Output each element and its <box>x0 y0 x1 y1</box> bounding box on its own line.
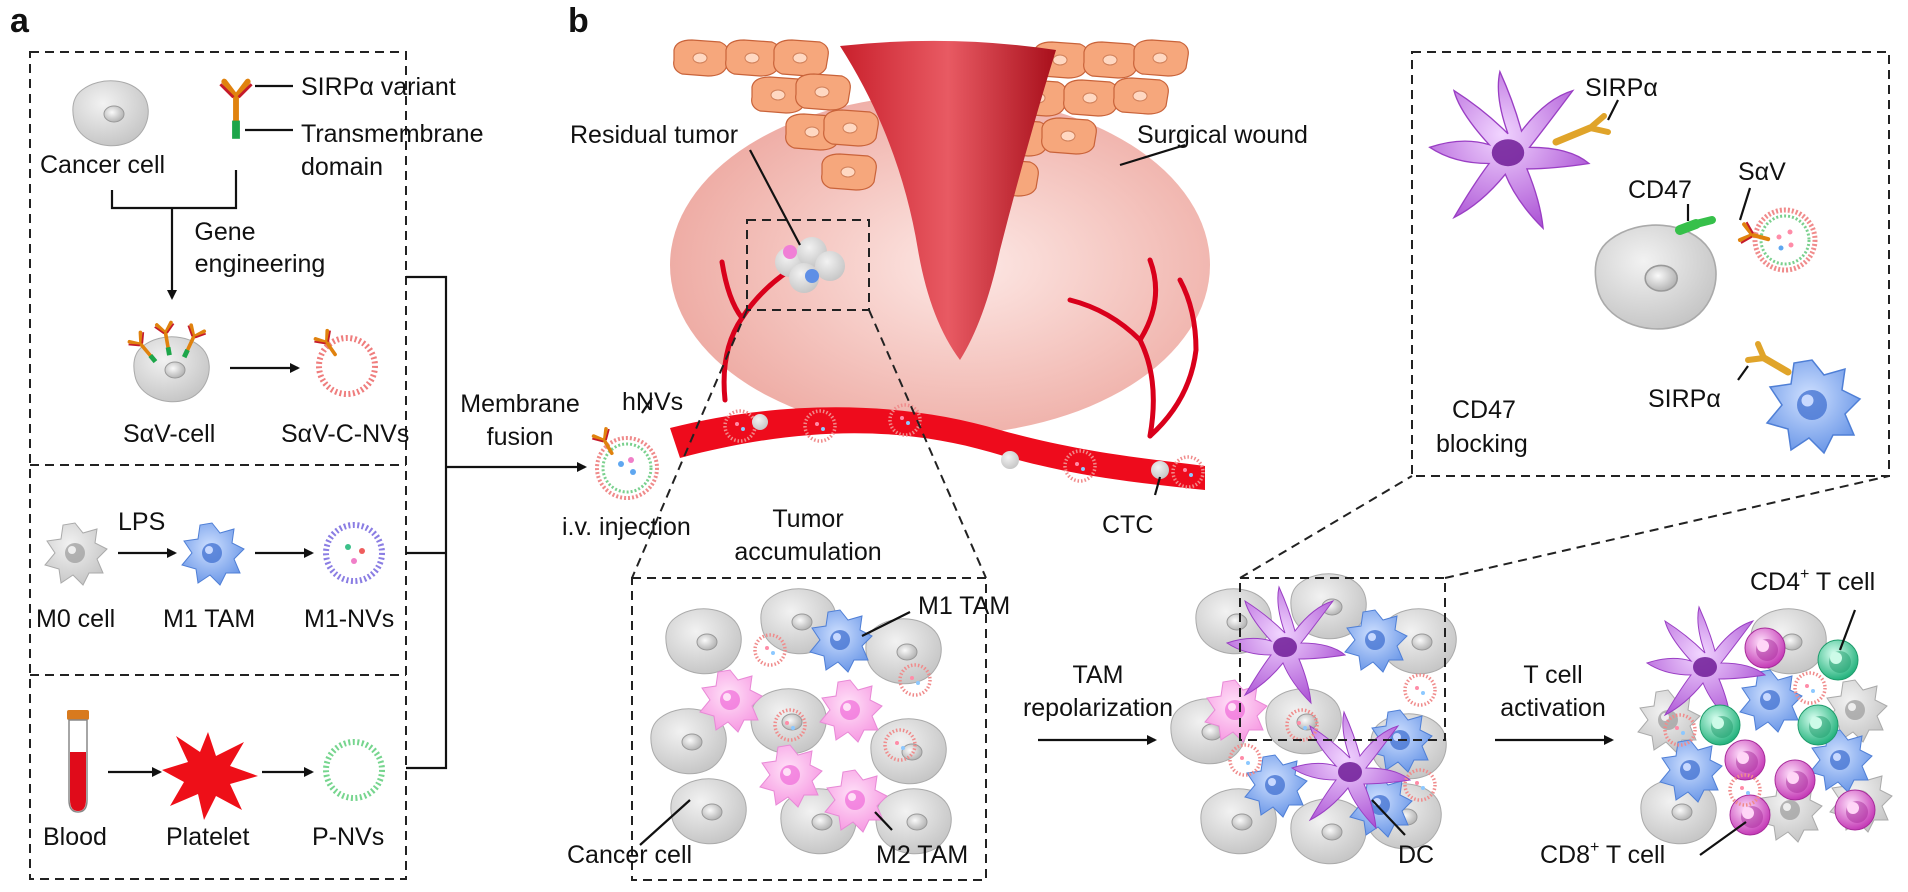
blood-label: Blood <box>43 823 107 851</box>
cd8-text: CD8 <box>1540 841 1590 869</box>
cancer-cell-zoom-label: Cancer cell <box>567 841 692 869</box>
sav-nv-icon <box>1739 207 1818 273</box>
repolarized-microenvironment <box>1170 573 1457 865</box>
lps-label: LPS <box>118 508 165 536</box>
m1-tam-zoom-label: M1 TAM <box>918 592 1010 620</box>
cd47-blocking-label-2: blocking <box>1436 430 1528 458</box>
ctc-label: CTC <box>1102 511 1153 539</box>
hnvs-icon <box>589 425 659 500</box>
t-cell-label: T cell <box>1523 661 1582 689</box>
gene-label: Gene <box>194 218 255 246</box>
m1-nvs-label: M1-NVs <box>304 605 394 633</box>
p-nvs-icon <box>323 739 385 801</box>
panel-a-label: a <box>10 2 30 40</box>
tumor-label: Tumor <box>772 505 843 533</box>
m1-tam-label: M1 TAM <box>163 605 255 633</box>
cancer-cell-icon <box>72 80 149 147</box>
tumor-microenvironment <box>650 588 952 855</box>
panel-b-label: b <box>568 2 589 40</box>
accumulation-label: accumulation <box>734 538 881 566</box>
m1-nvs-icon <box>323 522 385 584</box>
sav-c-nvs-label: SαV-C-NVs <box>281 420 409 448</box>
blood-tube-icon <box>67 710 89 813</box>
activation-label: activation <box>1500 694 1606 722</box>
sirpa-receptor-bottom <box>1745 341 1792 376</box>
platelet-icon <box>162 732 258 820</box>
sirpa-bottom-label: SIRPα <box>1648 385 1721 413</box>
m2-tam-label: M2 TAM <box>876 841 968 869</box>
capillaries <box>719 257 1199 439</box>
m0-cell-label: M0 cell <box>36 605 115 633</box>
cd47-zoom-box <box>1239 577 1446 741</box>
platelet-label: Platelet <box>166 823 249 851</box>
cd47-blocking-label-1: CD47 <box>1452 396 1516 424</box>
sirpa-variant-label: SIRPα variant <box>301 73 456 101</box>
cancer-cell-cd47-icon <box>1594 224 1717 330</box>
cd8-label: CD8+ T cell <box>1540 839 1665 869</box>
sav-cell-icon <box>125 320 210 403</box>
sav-c-nvs-icon <box>311 327 378 397</box>
cd8-rest: T cell <box>1599 841 1665 869</box>
hnvs-label: hNVs <box>622 388 683 416</box>
domain-label: domain <box>301 153 383 181</box>
sav-cell-label: SαV-cell <box>123 420 215 448</box>
iv-injection-label: i.v. injection <box>562 513 691 541</box>
repolarization-label: repolarization <box>1023 694 1173 722</box>
cd4-rest: T cell <box>1809 568 1875 596</box>
surgical-wound <box>840 40 1056 360</box>
fusion-label: fusion <box>487 423 554 451</box>
blood-vessel <box>670 407 1205 490</box>
cd4-sup: + <box>1800 566 1809 583</box>
engineering-label: engineering <box>195 250 326 278</box>
dc-top-icon <box>1429 71 1590 229</box>
cancer-cell-label: Cancer cell <box>40 151 165 179</box>
t-cell-cluster <box>1637 606 1893 845</box>
cd8-sup: + <box>1590 839 1599 856</box>
sav-label: SαV <box>1738 158 1786 186</box>
cd4-text: CD4 <box>1750 568 1800 596</box>
m1-tam-icon <box>181 522 245 586</box>
surgical-wound-label: Surgical wound <box>1137 121 1308 149</box>
vessel-contents <box>723 403 1205 489</box>
tumor-zoom-box <box>631 577 987 881</box>
m0-cell-icon <box>44 522 108 586</box>
residual-tumor-box <box>746 219 870 311</box>
dc-label: DC <box>1398 841 1434 869</box>
m1-macrophage-bottom <box>1766 359 1861 454</box>
residual-tumor-icon <box>775 237 845 293</box>
tam-label: TAM <box>1073 661 1124 689</box>
sirpa-top-label: SIRPα <box>1585 74 1658 102</box>
cd47-icon <box>1675 216 1716 235</box>
cd4-label: CD4+ T cell <box>1750 566 1875 596</box>
sirpa-receptor-top <box>1552 113 1611 146</box>
cd47-blocking-panel <box>1411 51 1890 477</box>
p-nvs-label: P-NVs <box>312 823 384 851</box>
residual-tumor-label: Residual tumor <box>570 121 738 149</box>
sirpa-variant-icon <box>220 82 251 139</box>
membrane-label: Membrane <box>460 390 580 418</box>
panel-a-frame <box>29 51 407 880</box>
transmembrane-label: Transmembrane <box>301 120 483 148</box>
cd47-label: CD47 <box>1628 176 1692 204</box>
